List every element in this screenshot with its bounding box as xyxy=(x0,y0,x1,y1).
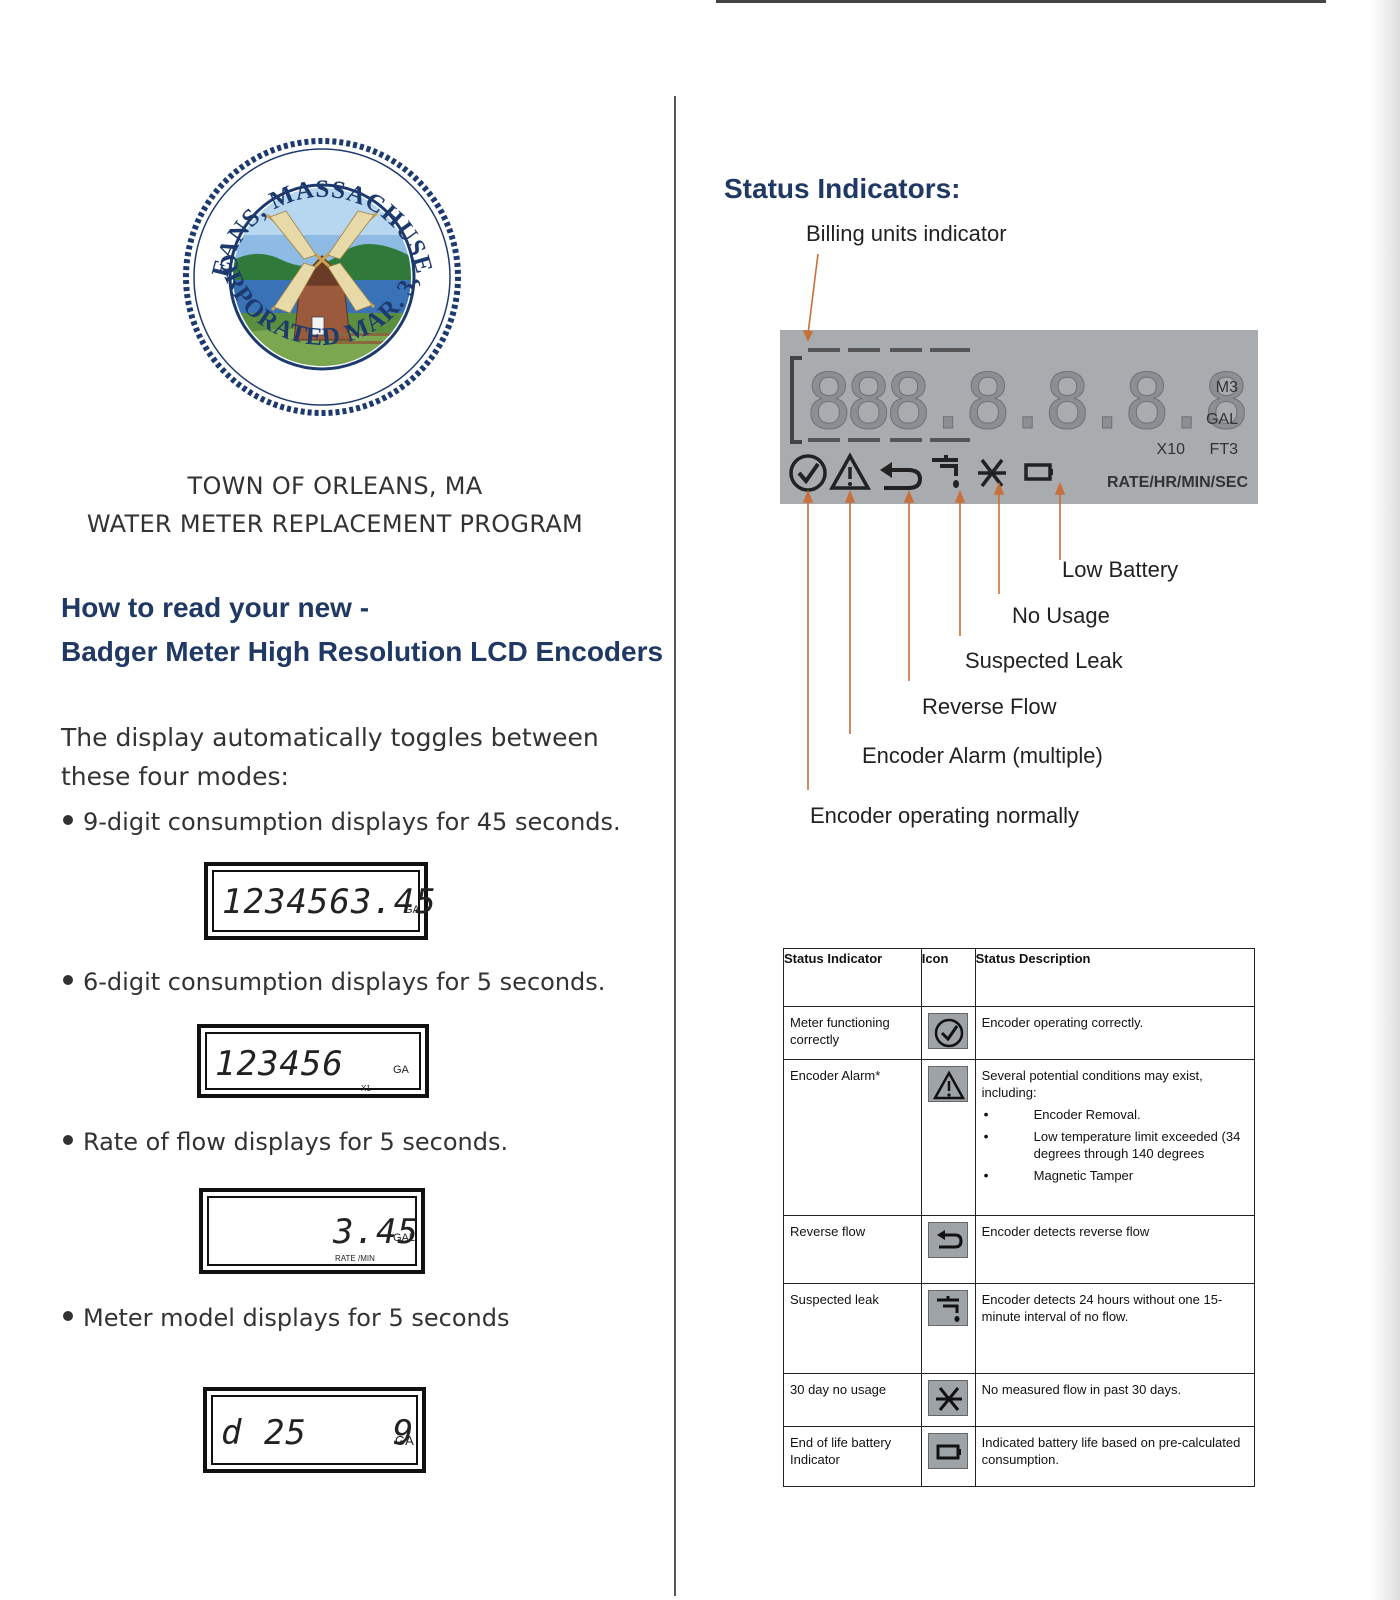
encoder-lcd-svg: 888.8.8.8.8.8.8 M3 GAL X10 FT3 RATE/HR/M… xyxy=(789,348,1400,492)
program-name: WATER METER REPLACEMENT PROGRAM xyxy=(86,510,584,538)
bullet-icon xyxy=(63,1135,73,1145)
header-icon: Icon xyxy=(920,948,976,1007)
lcd-unit: GA xyxy=(395,1433,414,1448)
unit-ft3: FT3 xyxy=(1210,441,1239,458)
row-description: Encoder detects 24 hours without one 15-… xyxy=(974,1283,1256,1374)
lcd-unit: GA xyxy=(393,1064,409,1076)
row-indicator: Suspected leak xyxy=(783,1283,922,1374)
header-status-indicator: Status Indicator xyxy=(783,948,922,1007)
battery-icon xyxy=(928,1433,969,1469)
no-flow-icon xyxy=(928,1380,969,1416)
lcd-rate-display: 3.45 GAL RATE /MIN xyxy=(199,1188,425,1274)
annotation-low-battery: Low Battery xyxy=(1062,557,1179,582)
mode-label: 9-digit consumption displays for 45 seco… xyxy=(83,808,621,836)
row-description: Indicated battery life based on pre-calc… xyxy=(974,1426,1256,1487)
row-indicator: Reverse flow xyxy=(783,1215,922,1284)
list-item: Magnetic Tamper xyxy=(982,1167,1248,1184)
billing-units-label: Billing units indicator xyxy=(806,221,1007,246)
bullet-icon xyxy=(63,975,73,985)
row-indicator: End of life battery Indicator xyxy=(783,1426,922,1487)
row-description: Encoder detects reverse flow xyxy=(974,1215,1256,1284)
unit-x10: X10 xyxy=(1157,441,1186,458)
lcd-digits: 123456 xyxy=(215,1044,344,1084)
lcd-digits: d 25 9 xyxy=(221,1413,415,1453)
annotation-encoder-normal: Encoder operating normally xyxy=(810,803,1080,828)
table-row: 30 day no usage No measured flow in past… xyxy=(783,1373,1256,1427)
lcd-multiplier: X1 xyxy=(361,1084,371,1093)
row-indicator: Meter functioning correctly xyxy=(783,1006,922,1060)
unit-gal: GAL xyxy=(1206,411,1238,428)
table-row: Suspected leak Encoder detects 24 hours … xyxy=(783,1283,1256,1374)
annotation-no-usage: No Usage xyxy=(1012,603,1110,628)
no-flow-icon xyxy=(978,458,1006,488)
bullet-icon xyxy=(63,815,73,825)
mode-label: Rate of flow displays for 5 seconds. xyxy=(83,1128,509,1156)
faucet-icon xyxy=(928,1290,969,1326)
lcd-digits: 3.45 xyxy=(333,1212,419,1252)
reverse-arrow-icon xyxy=(880,462,923,490)
header-status-description: Status Description xyxy=(974,948,1256,1007)
lcd-digits: 1234563.45 xyxy=(222,882,437,922)
status-table: Status Indicator Icon Status Description… xyxy=(783,948,1256,1487)
lcd-unit: GAL xyxy=(393,1232,416,1244)
howto-heading-line1: How to read your new - xyxy=(61,592,370,623)
table-row: Meter functioning correctly Encoder oper… xyxy=(783,1006,1256,1060)
annotation-suspected-leak: Suspected Leak xyxy=(965,648,1123,673)
table-row: Reverse flow Encoder detects reverse flo… xyxy=(783,1215,1256,1284)
table-header-row: Status Indicator Icon Status Description xyxy=(783,948,1256,1007)
lcd-9digit-display: 1234563.45 GA xyxy=(204,862,436,940)
unit-m3: M3 xyxy=(1216,379,1238,396)
status-indicators-title: Status Indicators: xyxy=(724,173,961,204)
lcd-unit: GA xyxy=(404,904,420,916)
row-description: Encoder operating correctly. xyxy=(974,1006,1256,1060)
page-right-edge-shadow xyxy=(1370,0,1400,1600)
list-item: Encoder Removal. xyxy=(982,1106,1248,1123)
mode-item-rate: Rate of flow displays for 5 seconds. xyxy=(63,1128,508,1156)
row-description: Several potential conditions may exist, … xyxy=(981,1068,1203,1100)
unit-rate: RATE/HR/MIN/SEC xyxy=(1107,474,1248,491)
encoder-lcd-diagram: 888.8.8.8.8.8.8 M3 GAL X10 FT3 RATE/HR/M… xyxy=(780,330,1400,504)
intro-paragraph: The display automatically toggles betwee… xyxy=(61,723,599,791)
list-item: Low temperature limit exceeded (34 degre… xyxy=(982,1128,1248,1162)
bullet-icon xyxy=(63,1311,73,1321)
page-top-edge xyxy=(716,0,1326,3)
mode-label: 6-digit consumption displays for 5 secon… xyxy=(83,968,606,996)
mode-item-6digit: 6-digit consumption displays for 5 secon… xyxy=(63,968,605,996)
warning-triangle-icon xyxy=(928,1066,969,1102)
lcd-digit-segments: 888.8.8.8.8.8.8 xyxy=(806,357,1258,446)
town-seal-logo: ORLEANS, MASSACHUSETTS INCORPORATED MAR.… xyxy=(182,135,461,416)
lcd-rate-label: RATE /MIN xyxy=(335,1254,375,1263)
annotation-reverse-flow: Reverse Flow xyxy=(922,694,1057,719)
lcd-6digit-display: 123456 GA X1 xyxy=(197,1024,429,1098)
warning-triangle-icon xyxy=(829,452,871,490)
mode-label: Meter model displays for 5 seconds xyxy=(83,1304,510,1332)
check-circle-icon xyxy=(928,1013,969,1049)
battery-icon xyxy=(1024,463,1053,481)
row-description: No measured flow in past 30 days. xyxy=(974,1373,1256,1427)
row-indicator: 30 day no usage xyxy=(783,1373,922,1427)
table-row: End of life battery Indicator Indicated … xyxy=(783,1426,1256,1487)
faucet-icon xyxy=(932,455,959,488)
alarm-condition-list: Encoder Removal. Low temperature limit e… xyxy=(982,1106,1248,1184)
column-divider xyxy=(674,96,676,1596)
row-indicator: Encoder Alarm* xyxy=(783,1059,922,1216)
check-circle-icon xyxy=(789,454,827,492)
mode-item-9digit: 9-digit consumption displays for 45 seco… xyxy=(63,808,621,836)
howto-heading-line2: Badger Meter High Resolution LCD Encoder… xyxy=(61,636,664,667)
town-name: TOWN OF ORLEANS, MA xyxy=(187,472,483,500)
table-row: Encoder Alarm* Several potential conditi… xyxy=(783,1059,1256,1216)
lcd-model-display: d 25 9 GA xyxy=(203,1387,426,1473)
annotation-encoder-alarm: Encoder Alarm (multiple) xyxy=(862,743,1103,768)
reverse-arrow-icon xyxy=(928,1222,969,1258)
mode-item-model: Meter model displays for 5 seconds xyxy=(63,1304,509,1332)
